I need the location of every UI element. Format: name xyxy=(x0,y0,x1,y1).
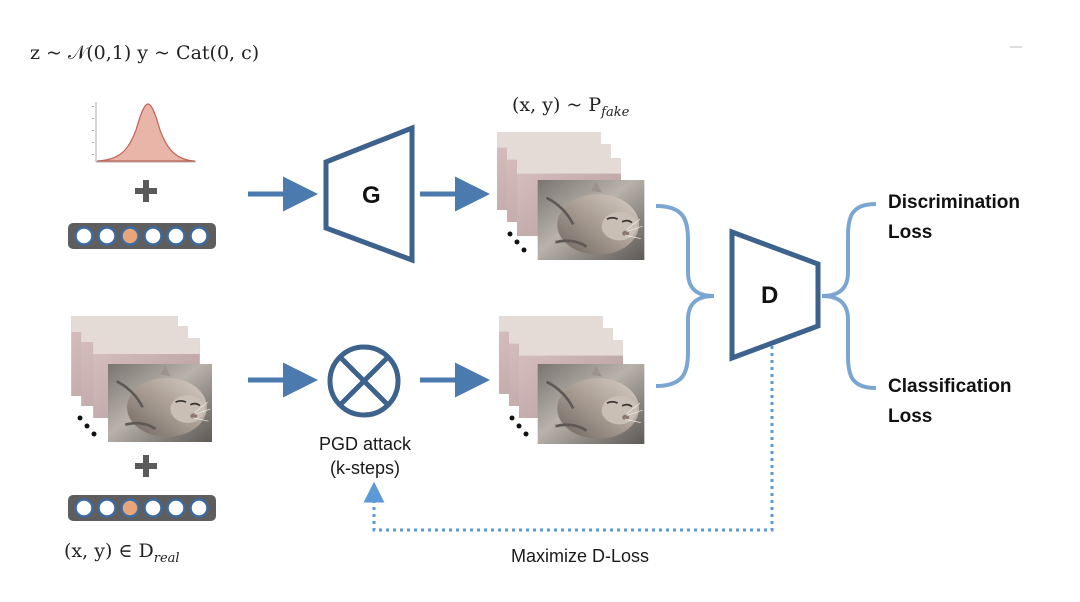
merge-bracket xyxy=(655,204,715,388)
generator-block xyxy=(323,124,415,264)
discrimination-loss-label: Discrimination Loss xyxy=(888,188,1020,248)
label-vector-top xyxy=(68,223,216,249)
adversarial-image-stack xyxy=(499,316,646,444)
fake-distribution-label: (x, y) ~ Pfake xyxy=(512,94,629,120)
fake-distribution-main: (x, y) ~ P xyxy=(512,94,602,116)
gaussian-plot-icon xyxy=(92,102,196,163)
pgd-attack-label-line1: PGD attack xyxy=(318,434,412,454)
real-distribution-label: (x, y) ∈ Dreal xyxy=(64,540,180,566)
pgd-attack-label-line2: (k-steps) xyxy=(329,458,400,478)
real-image-stack xyxy=(71,316,214,442)
fake-image-stack xyxy=(497,132,646,260)
discriminator-label: D xyxy=(761,282,779,309)
label-vector-bottom xyxy=(68,495,216,521)
classification-loss-label: Classification Loss xyxy=(888,372,1012,432)
maximize-d-loss-label: Maximize D-Loss xyxy=(510,546,650,566)
discriminator-block xyxy=(729,228,821,362)
plus-icon-top xyxy=(135,180,157,202)
feedback-dotted-arrow xyxy=(363,346,774,532)
classification-loss-line2: Loss xyxy=(888,406,933,427)
fake-distribution-subscript: fake xyxy=(601,104,630,120)
plus-icon-bottom xyxy=(135,455,157,477)
classification-loss-line1: Classification xyxy=(888,376,1012,397)
pgd-attack-operator-icon xyxy=(327,344,401,418)
pgd-attack-label: PGD attack (k-steps) xyxy=(300,432,430,480)
discrimination-loss-line2: Loss xyxy=(888,222,933,243)
split-bracket xyxy=(821,202,877,390)
discrimination-loss-line1: Discrimination xyxy=(888,192,1020,213)
generator-label: G xyxy=(362,182,381,209)
real-distribution-subscript: real xyxy=(153,550,180,566)
prior-equation: z ~ 𝒩(0,1) y ~ Cat(0, c) xyxy=(30,42,260,64)
real-distribution-main: (x, y) ∈ D xyxy=(64,540,154,562)
